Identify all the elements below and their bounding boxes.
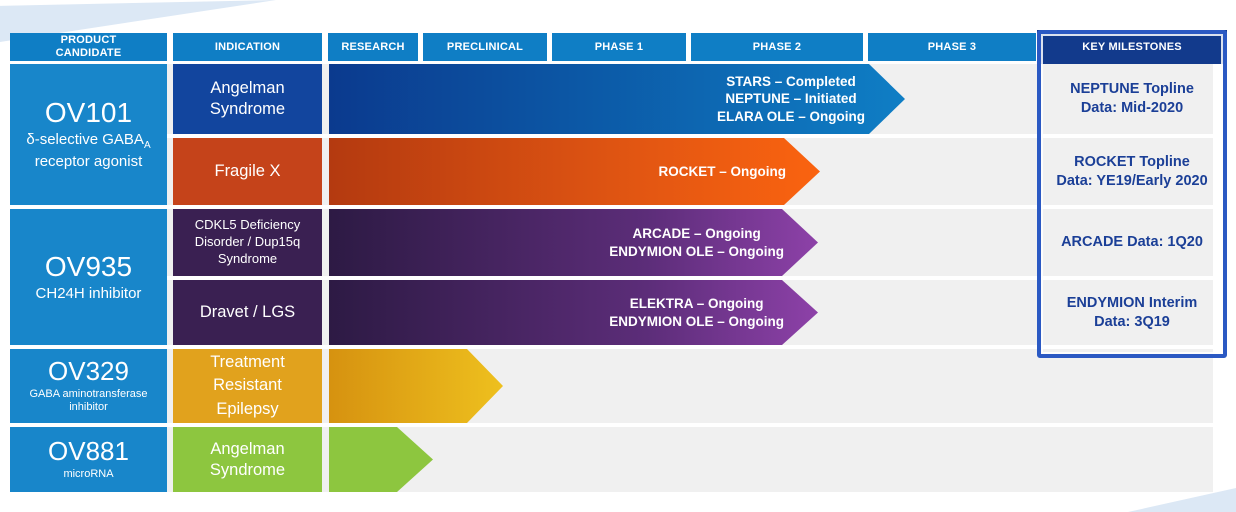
column-header-phase-3: PHASE 3 bbox=[868, 33, 1036, 61]
product-name: OV101 bbox=[44, 97, 133, 129]
column-header-phase-1: PHASE 1 bbox=[552, 33, 686, 61]
column-header-research: RESEARCH bbox=[328, 33, 418, 61]
phase-arrow-ov101-fragile-x: ROCKET – Ongoing bbox=[329, 138, 820, 205]
indication-cell-angelman-ov881: Angelman Syndrome bbox=[173, 427, 322, 492]
column-header-product-candidate: PRODUCT CANDIDATE bbox=[10, 33, 167, 61]
indication-cell-angelman-ov101: Angelman Syndrome bbox=[173, 64, 322, 134]
milestone-neptune-topline: NEPTUNE Topline Data: Mid-2020 bbox=[1070, 81, 1194, 116]
trial-status-label: ROCKET – Ongoing bbox=[658, 163, 786, 179]
milestone-arcade-data: ARCADE Data: 1Q20 bbox=[1061, 234, 1203, 251]
indication-cell-fragile-x: Fragile X bbox=[173, 138, 322, 205]
product-subtitle: CH24H inhibitor bbox=[35, 284, 142, 302]
column-header-key-milestones: KEY MILESTONES bbox=[1037, 30, 1227, 64]
column-header-indication: INDICATION bbox=[173, 33, 322, 61]
product-name: OV881 bbox=[48, 436, 129, 467]
product-cell-ov935: OV935 CH24H inhibitor bbox=[10, 209, 167, 345]
trial-status-label: ARCADE – Ongoing ENDYMION OLE – Ongoing bbox=[609, 225, 784, 259]
product-cell-ov329: OV329 GABA aminotransferase inhibitor bbox=[10, 349, 167, 423]
column-header-preclinical: PRECLINICAL bbox=[423, 33, 547, 61]
phase-arrow-ov935-dravet: ELEKTRA – Ongoing ENDYMION OLE – Ongoing bbox=[329, 280, 818, 345]
product-name: OV329 bbox=[48, 355, 129, 386]
indication-cell-cdkl5: CDKL5 Deficiency Disorder / Dup15q Syndr… bbox=[173, 209, 322, 276]
indication-cell-dravet-lgs: Dravet / LGS bbox=[173, 280, 322, 345]
column-header-phase-2: PHASE 2 bbox=[691, 33, 863, 61]
phase-arrow-ov329 bbox=[329, 349, 503, 423]
milestone-rocket-topline: ROCKET Topline Data: YE19/Early 2020 bbox=[1056, 153, 1208, 189]
product-cell-ov881: OV881 microRNA bbox=[10, 427, 167, 492]
product-subtitle: microRNA bbox=[63, 468, 114, 481]
phase-arrow-ov935-cdkl5: ARCADE – Ongoing ENDYMION OLE – Ongoing bbox=[329, 209, 818, 276]
product-subtitle: GABA aminotransferase inhibitor bbox=[29, 387, 148, 414]
product-name: OV935 bbox=[44, 250, 133, 282]
trial-status-label: ELEKTRA – Ongoing ENDYMION OLE – Ongoing bbox=[609, 295, 784, 329]
indication-cell-treatment-resistant-epilepsy: Treatment Resistant Epilepsy bbox=[173, 349, 322, 423]
trial-status-label: STARS – Completed NEPTUNE – Initiated EL… bbox=[717, 73, 865, 124]
phase-arrow-ov101-angelman: STARS – Completed NEPTUNE – Initiated EL… bbox=[329, 64, 905, 134]
milestone-endymion-interim: ENDYMION Interim Data: 3Q19 bbox=[1066, 294, 1198, 330]
